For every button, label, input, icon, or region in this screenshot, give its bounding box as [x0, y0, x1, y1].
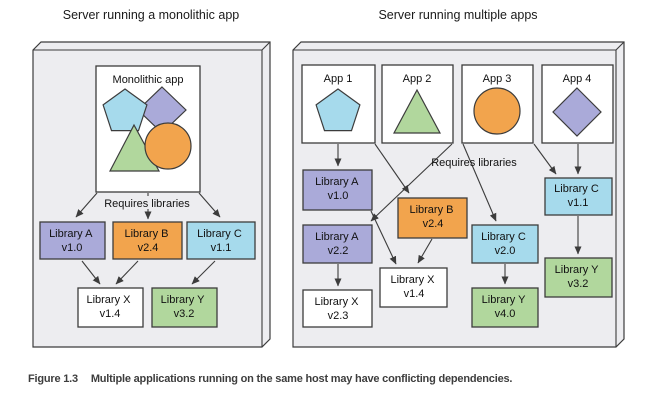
arrow-mono-to-libC [198, 192, 221, 218]
app-2-box: App 2 [381, 64, 454, 144]
monolithic-app-label: Monolithic app [113, 74, 184, 86]
left-requires-label: Requires libraries [104, 198, 190, 210]
arrow-libC-to-libY [191, 260, 216, 285]
library-rect [379, 267, 448, 308]
right-library-B24: Library B v2.4 [397, 197, 468, 239]
library-label: Library A v2.2 [315, 231, 361, 257]
left-library-A: Library A v1.0 [39, 221, 106, 260]
pentagon-shape [315, 88, 361, 132]
library-rect [471, 287, 539, 328]
right-library-C11: Library C v1.1 [544, 177, 613, 216]
left-library-Y: Library Y v3.2 [151, 287, 218, 328]
arrow-app3-to-libC20 [462, 143, 497, 222]
library-rect [544, 177, 613, 216]
right-dependency-arrows [334, 143, 582, 287]
library-label: Library C v1.1 [554, 183, 602, 209]
arrow-libA-to-libX [81, 260, 101, 285]
arrow-app2-to-libA22 [370, 143, 453, 222]
right-library-X14: Library X v1.4 [379, 267, 448, 308]
arrow-app1-to-libB24 [374, 143, 410, 194]
app-3-box: App 3 [461, 64, 534, 144]
left-panel: Server running a monolithic app Monolith… [32, 8, 271, 348]
circle-shape [473, 87, 521, 135]
right-library-X23: Library X v2.3 [302, 289, 373, 328]
triangle-shape [392, 88, 442, 134]
left-library-B: Library B v2.4 [112, 221, 183, 260]
library-label: Library Y v3.2 [555, 264, 602, 290]
app-label: App 3 [483, 73, 512, 85]
library-rect [471, 224, 539, 264]
right-server-outline [292, 41, 625, 348]
library-rect [112, 221, 183, 260]
app-label: App 4 [563, 73, 592, 85]
library-rect [186, 221, 256, 260]
right-library-C20: Library C v2.0 [471, 224, 539, 264]
arrow-app3-to-libC11 [533, 143, 557, 175]
library-rect [302, 224, 373, 264]
left-panel-title: Server running a monolithic app [63, 8, 240, 22]
left-dependency-arrows [75, 192, 221, 285]
right-library-A10: Library A v1.0 [302, 169, 373, 211]
figure-caption: Figure 1.3 Multiple applications running… [28, 373, 512, 385]
library-rect [544, 257, 613, 298]
right-library-Y40: Library Y v4.0 [471, 287, 539, 328]
library-label: Library X v1.4 [86, 294, 133, 320]
library-label: Library Y v3.2 [161, 294, 208, 320]
left-server-outline [32, 41, 271, 348]
diamond-shape [552, 87, 602, 137]
app-1-box: App 1 [301, 64, 376, 144]
arrow-libA10-to-libX14 [370, 210, 397, 265]
library-label: Library B v2.4 [409, 204, 456, 230]
library-label: Library C v1.1 [197, 228, 245, 254]
library-rect [302, 169, 373, 211]
library-label: Library B v2.4 [124, 228, 171, 254]
library-rect [151, 287, 218, 328]
right-panel-title: Server running multiple apps [378, 8, 537, 22]
library-rect [397, 197, 468, 239]
right-server-bevel-lines [293, 41, 625, 347]
right-server-box [292, 41, 625, 348]
arrow-libB-to-libX [115, 260, 139, 285]
pentagon-shape [102, 88, 148, 132]
library-label: Library Y v4.0 [482, 294, 529, 320]
left-library-X: Library X v1.4 [77, 287, 144, 328]
library-label: Library C v2.0 [481, 231, 529, 257]
library-label: Library A v1.0 [49, 228, 95, 254]
left-server-box [32, 41, 271, 348]
app-label: App 1 [324, 73, 353, 85]
arrow-mono-to-libA [75, 192, 98, 218]
right-requires-label: Requires libraries [431, 157, 517, 169]
circle-shape [144, 122, 192, 170]
figure-caption-text: Multiple applications running on the sam… [91, 373, 513, 385]
right-library-Y32: Library Y v3.2 [544, 257, 613, 298]
library-rect [77, 287, 144, 328]
figure-caption-number: Figure 1.3 [28, 373, 78, 385]
right-library-A22: Library A v2.2 [302, 224, 373, 264]
library-label: Library A v1.0 [315, 176, 361, 202]
left-server-bevel-lines [33, 41, 271, 347]
right-panel: Server running multiple apps App 1 App 2… [292, 8, 625, 348]
library-label: Library X v2.3 [314, 296, 361, 322]
left-library-C: Library C v1.1 [186, 221, 256, 260]
library-rect [39, 221, 106, 260]
monolithic-app-box: Monolithic app [95, 65, 201, 193]
app-label: App 2 [403, 73, 432, 85]
library-label: Library X v1.4 [390, 274, 437, 300]
arrow-libB24-to-libX14 [417, 238, 433, 264]
app-4-box: App 4 [541, 64, 614, 144]
library-rect [302, 289, 373, 328]
